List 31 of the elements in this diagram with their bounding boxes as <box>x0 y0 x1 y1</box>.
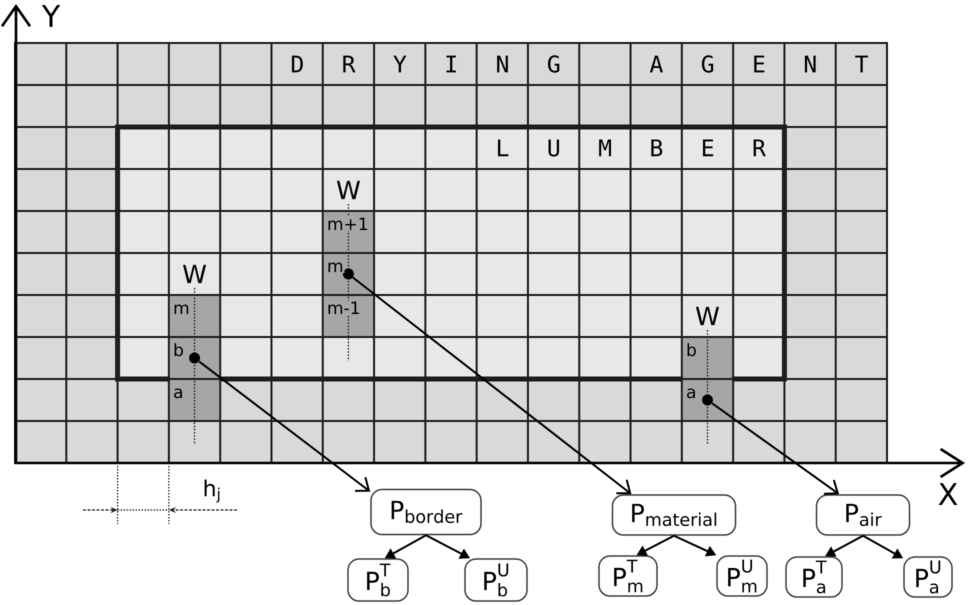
cell-label: m+1 <box>326 216 370 231</box>
axis-label: Y <box>42 5 60 27</box>
region-label: D R Y I N G <box>292 55 560 73</box>
arrow <box>352 276 632 494</box>
cell-label: m <box>172 303 191 315</box>
dot <box>189 352 200 364</box>
dot <box>702 394 713 406</box>
cell-label: a <box>172 387 184 400</box>
rounded-box: $P_{b}^{T}$ <box>347 558 409 602</box>
axis-label: W <box>183 264 206 284</box>
dimension-label: $h_{j}$ <box>204 480 220 503</box>
cell-label: m-1 <box>326 300 362 315</box>
cell-label: a <box>685 387 698 400</box>
rounded-box: $P_{b}^{U}$ <box>464 558 528 602</box>
cell-label: b <box>172 342 185 358</box>
axis-label: W <box>696 306 720 326</box>
region-label: A G E N T <box>650 55 868 73</box>
region-label: L U M B E R <box>498 139 766 157</box>
rounded-box: $P_{air}$ <box>816 494 910 536</box>
rounded-box: $P_{a}^{T}$ <box>785 556 843 598</box>
rounded-box: $P_{m}^{T}$ <box>598 555 658 597</box>
rounded-box: $P_{border}$ <box>370 488 482 536</box>
arrow <box>712 402 840 495</box>
axis-label: W <box>336 180 360 200</box>
rounded-box: $P_{material}$ <box>612 494 736 536</box>
arrow <box>198 360 370 492</box>
cell-label: b <box>685 342 698 358</box>
rounded-box: $P_{a}^{U}$ <box>903 556 953 598</box>
dot <box>342 268 354 280</box>
rounded-box: $P_{m}^{U}$ <box>716 555 768 597</box>
axis-label: X <box>938 483 958 505</box>
